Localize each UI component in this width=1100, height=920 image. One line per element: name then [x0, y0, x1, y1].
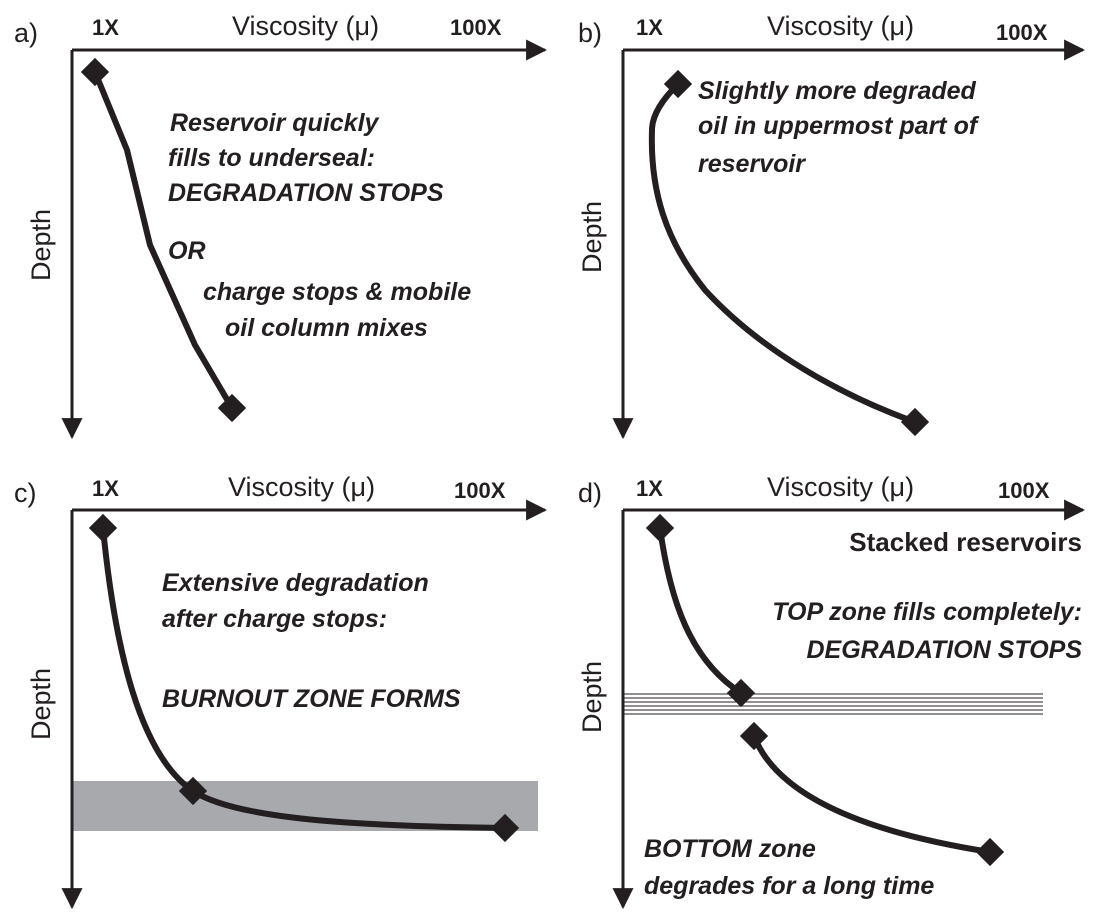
annotation-d-line-1: TOP zone fills completely: — [772, 598, 1082, 626]
marker-top-d-1 — [645, 513, 675, 543]
x-axis-title-a: Viscosity (μ) — [232, 11, 379, 41]
x-axis-title-c: Viscosity (μ) — [228, 472, 375, 502]
x-axis-title-d: Viscosity (μ) — [767, 472, 914, 502]
marker-mid-c — [178, 776, 208, 806]
panel-letter-a: a) — [14, 18, 38, 48]
seal-hatch-lines — [623, 693, 1043, 715]
marker-bottom-a — [217, 393, 247, 423]
x-tick-low-c: 1X — [92, 476, 119, 501]
panel-b: b) 1X Viscosity (μ) 100X Depth Slightly … — [577, 11, 1086, 440]
marker-bottom-d-2 — [975, 837, 1005, 867]
panel-letter-b: b) — [578, 18, 602, 48]
stacked-reservoirs-heading: Stacked reservoirs — [849, 527, 1082, 557]
burnout-zone-band — [72, 781, 538, 831]
annotation-b-line-3: reservoir — [698, 150, 806, 178]
annotation-b-line-2: oil in uppermost part of — [698, 112, 980, 140]
viscosity-curve-a — [92, 69, 235, 411]
annotation-a-line-4: OR — [168, 237, 206, 265]
annotation-a-line-1: Reservoir quickly — [170, 109, 380, 137]
marker-top-d-2 — [726, 678, 756, 708]
annotation-a-line-3: DEGRADATION STOPS — [168, 179, 444, 207]
annotation-a-line-6: oil column mixes — [225, 314, 428, 342]
x-tick-high-b: 100X — [996, 20, 1048, 45]
panel-c: c) 1X Viscosity (μ) 100X Depth Extensive… — [14, 472, 548, 910]
annotation-a-line-2: fills to underseal: — [168, 144, 375, 172]
y-axis-title-a: Depth — [26, 209, 56, 281]
viscosity-curve-b — [648, 81, 918, 425]
annotation-b-line-1: Slightly more degraded — [698, 77, 977, 105]
annotation-a-line-5: charge stops & mobile — [203, 278, 471, 306]
marker-bottom-d-1 — [739, 721, 769, 751]
panel-letter-c: c) — [14, 478, 37, 508]
panel-d: d) 1X Viscosity (μ) 100X Depth Stacked r… — [577, 472, 1086, 910]
x-tick-low-b: 1X — [636, 15, 663, 40]
y-axis-title-d: Depth — [577, 661, 607, 733]
y-axis-title-c: Depth — [26, 668, 56, 740]
marker-top-a — [80, 57, 110, 87]
panel-a: a) 1X Viscosity (μ) 100X Depth Reservoir… — [14, 11, 548, 440]
x-tick-high-d: 100X — [998, 478, 1050, 503]
marker-top-b — [663, 69, 693, 99]
x-tick-high-a: 100X — [450, 15, 502, 40]
annotation-d-bottom-line-2: degrades for a long time — [644, 872, 934, 900]
viscosity-curve-d-bottom — [751, 733, 993, 855]
annotation-d-line-2: DEGRADATION STOPS — [807, 636, 1083, 664]
annotation-c-line-3: BURNOUT ZONE FORMS — [162, 685, 461, 713]
marker-top-c — [88, 513, 118, 543]
x-axis-title-b: Viscosity (μ) — [767, 11, 914, 41]
viscosity-curve-d-top — [657, 525, 744, 696]
annotation-c-line-2: after charge stops: — [162, 605, 387, 633]
x-tick-low-d: 1X — [636, 476, 663, 501]
panel-letter-d: d) — [578, 478, 602, 508]
y-axis-title-b: Depth — [577, 201, 607, 273]
marker-bottom-b — [900, 407, 930, 437]
marker-bottom-c — [490, 813, 520, 843]
x-tick-high-c: 100X — [454, 478, 506, 503]
annotation-d-bottom-line-1: BOTTOM zone — [644, 835, 816, 863]
x-tick-low-a: 1X — [92, 15, 119, 40]
annotation-c-line-1: Extensive degradation — [162, 569, 429, 597]
